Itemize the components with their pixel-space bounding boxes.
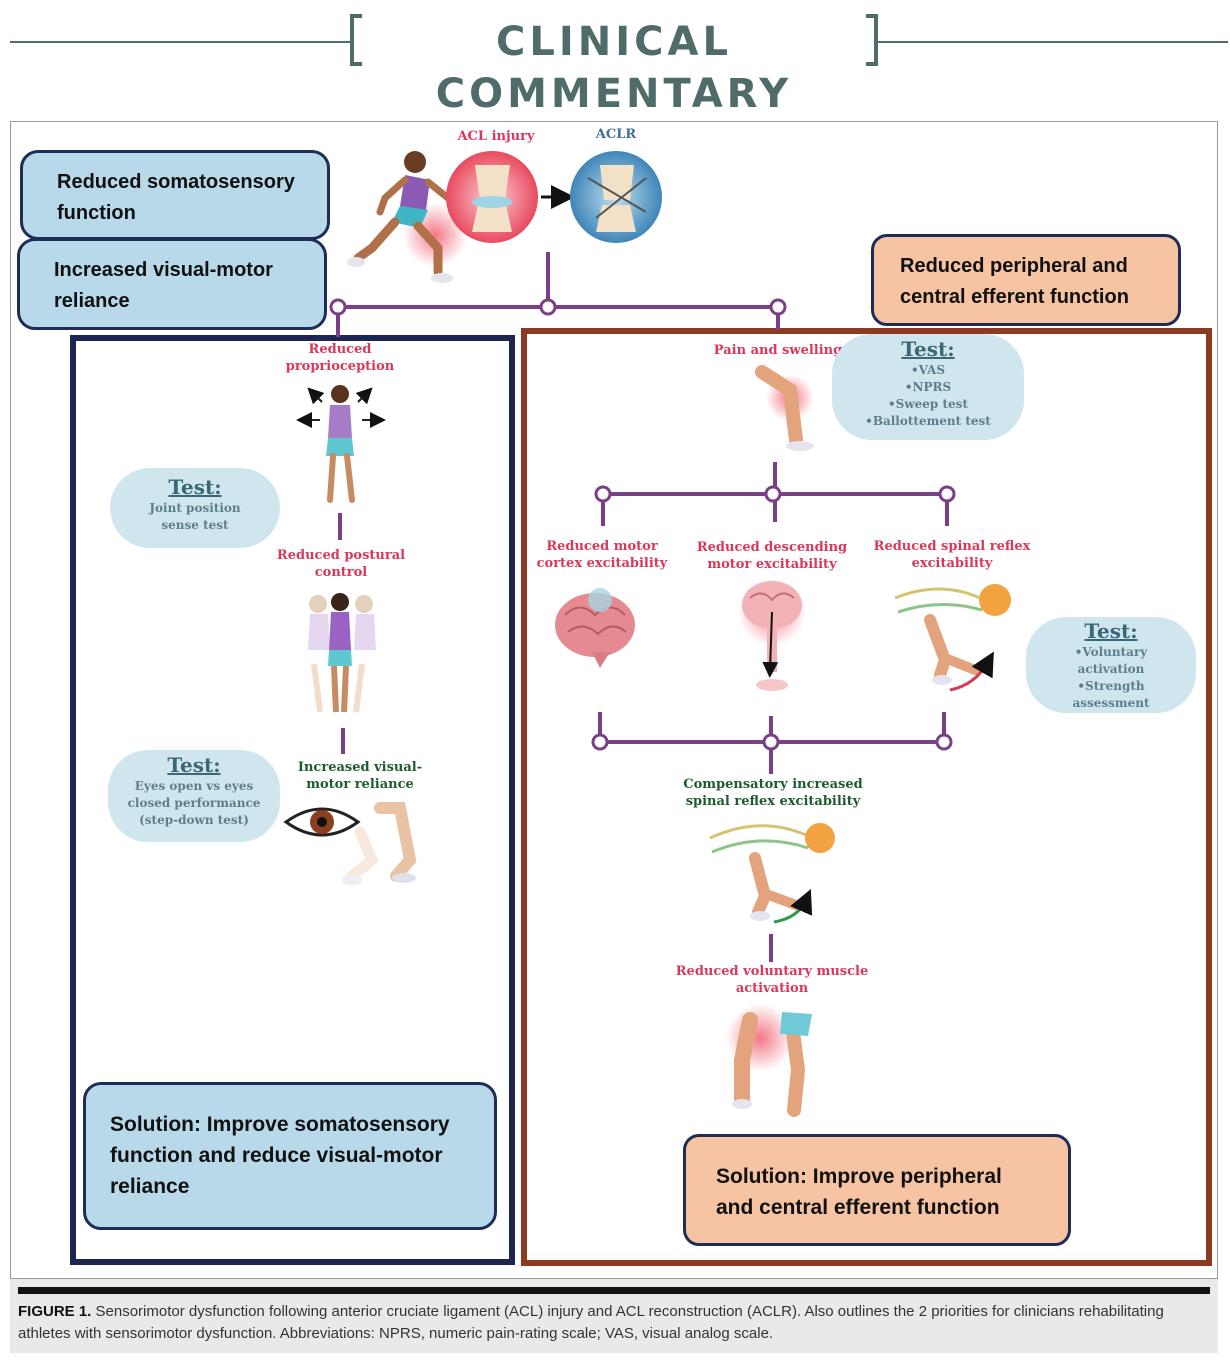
header-bracket-left [350,14,362,66]
connector-node [935,733,953,751]
acl-injury-knee [446,151,538,243]
header-rule-right [878,41,1228,43]
left-panel [70,335,515,1265]
test-item: •VAS [910,363,946,377]
test-item: •Ballottement test [865,414,991,428]
right-solution-box: Solution: Improve peripheral and central… [683,1134,1071,1246]
test-title: Test: [167,753,221,777]
right-panel [521,328,1212,1266]
proprioception-figure [296,385,386,503]
test-body: Joint position sense test [149,501,241,532]
caption-text: Sensorimotor dysfunction following anter… [18,1303,1164,1342]
runner-illustration [347,151,467,283]
test-item: •NPRS [904,380,952,394]
figure-caption: FIGURE 1. Sensorimotor dysfunction follo… [18,1301,1214,1345]
aclr-label: ACLR [595,127,637,142]
eye-icon [283,807,361,837]
step-down-legs [341,802,417,885]
connector-node [764,485,782,503]
acl-injury-label: ACL injury [457,129,535,144]
aclr-knee [570,151,662,243]
test-pain-swelling: Test: •VAS •NPRS •Sweep test •Ballotteme… [832,334,1024,440]
header-bracket-right [866,14,878,66]
test-item: •Voluntary activation [1074,645,1148,676]
connector-node [329,298,347,316]
descending-label: Reduced descending motor excitability [696,540,848,572]
increased-visual-label: Increased visual-motor reliance [297,760,423,792]
test-title: Test: [901,337,955,361]
compensatory-reflex-illustration [709,823,835,924]
connector-node [938,485,956,503]
test-voluntary-strength: Test: •Voluntary activation •Strength as… [1026,617,1196,713]
test-item: •Sweep test [888,397,968,411]
connector-node [594,485,612,503]
box-reduced-somatosensory: Reduced somatosensory function [20,150,330,240]
test-body: Eyes open vs eyes closed performance (st… [127,779,261,827]
pain-swelling-label: Pain and swelling [713,343,843,358]
reduced-postural-label: Reduced postural control [276,548,406,580]
test-title: Test: [1084,619,1138,643]
brain-section-icon [738,578,806,691]
header-title: CLINICAL COMMENTARY [435,19,793,117]
test-joint-position: Test: Joint position sense test [110,468,280,548]
box-increased-visual-motor: Increased visual-motor reliance [17,238,327,330]
figure-frame [10,121,1218,1279]
caption-rule [18,1287,1210,1294]
spinal-reflex-label: Reduced spinal reflex excitability [873,539,1031,571]
connector-node [762,733,780,751]
left-solution-box: Solution: Improve somatosensory function… [83,1082,497,1230]
muscle-activation-legs [726,1004,812,1117]
test-eyes-open-closed: Test: Eyes open vs eyes closed performan… [108,750,280,842]
test-title: Test: [168,475,222,499]
brain-icon [555,588,635,668]
connector-node [769,298,787,316]
reduced-proprioception-label: Reduced proprioception [285,342,395,374]
header-rule-left [10,41,350,43]
caption-label: FIGURE 1. [18,1303,92,1320]
spinal-reflex-illustration [894,584,1011,692]
compensatory-label: Compensatory increased spinal reflex exc… [683,777,863,809]
pain-swelling-knee [755,365,814,451]
voluntary-activation-label: Reduced voluntary muscle activation [675,964,869,996]
top-connector [336,252,780,337]
postural-control-figures [308,593,376,713]
connector-node [591,733,609,751]
motor-cortex-label: Reduced motor cortex excitability [536,539,668,571]
box-reduced-efferent: Reduced peripheral and central efferent … [871,234,1181,326]
connector-node [539,298,557,316]
test-item: •Strength assessment [1072,679,1150,710]
